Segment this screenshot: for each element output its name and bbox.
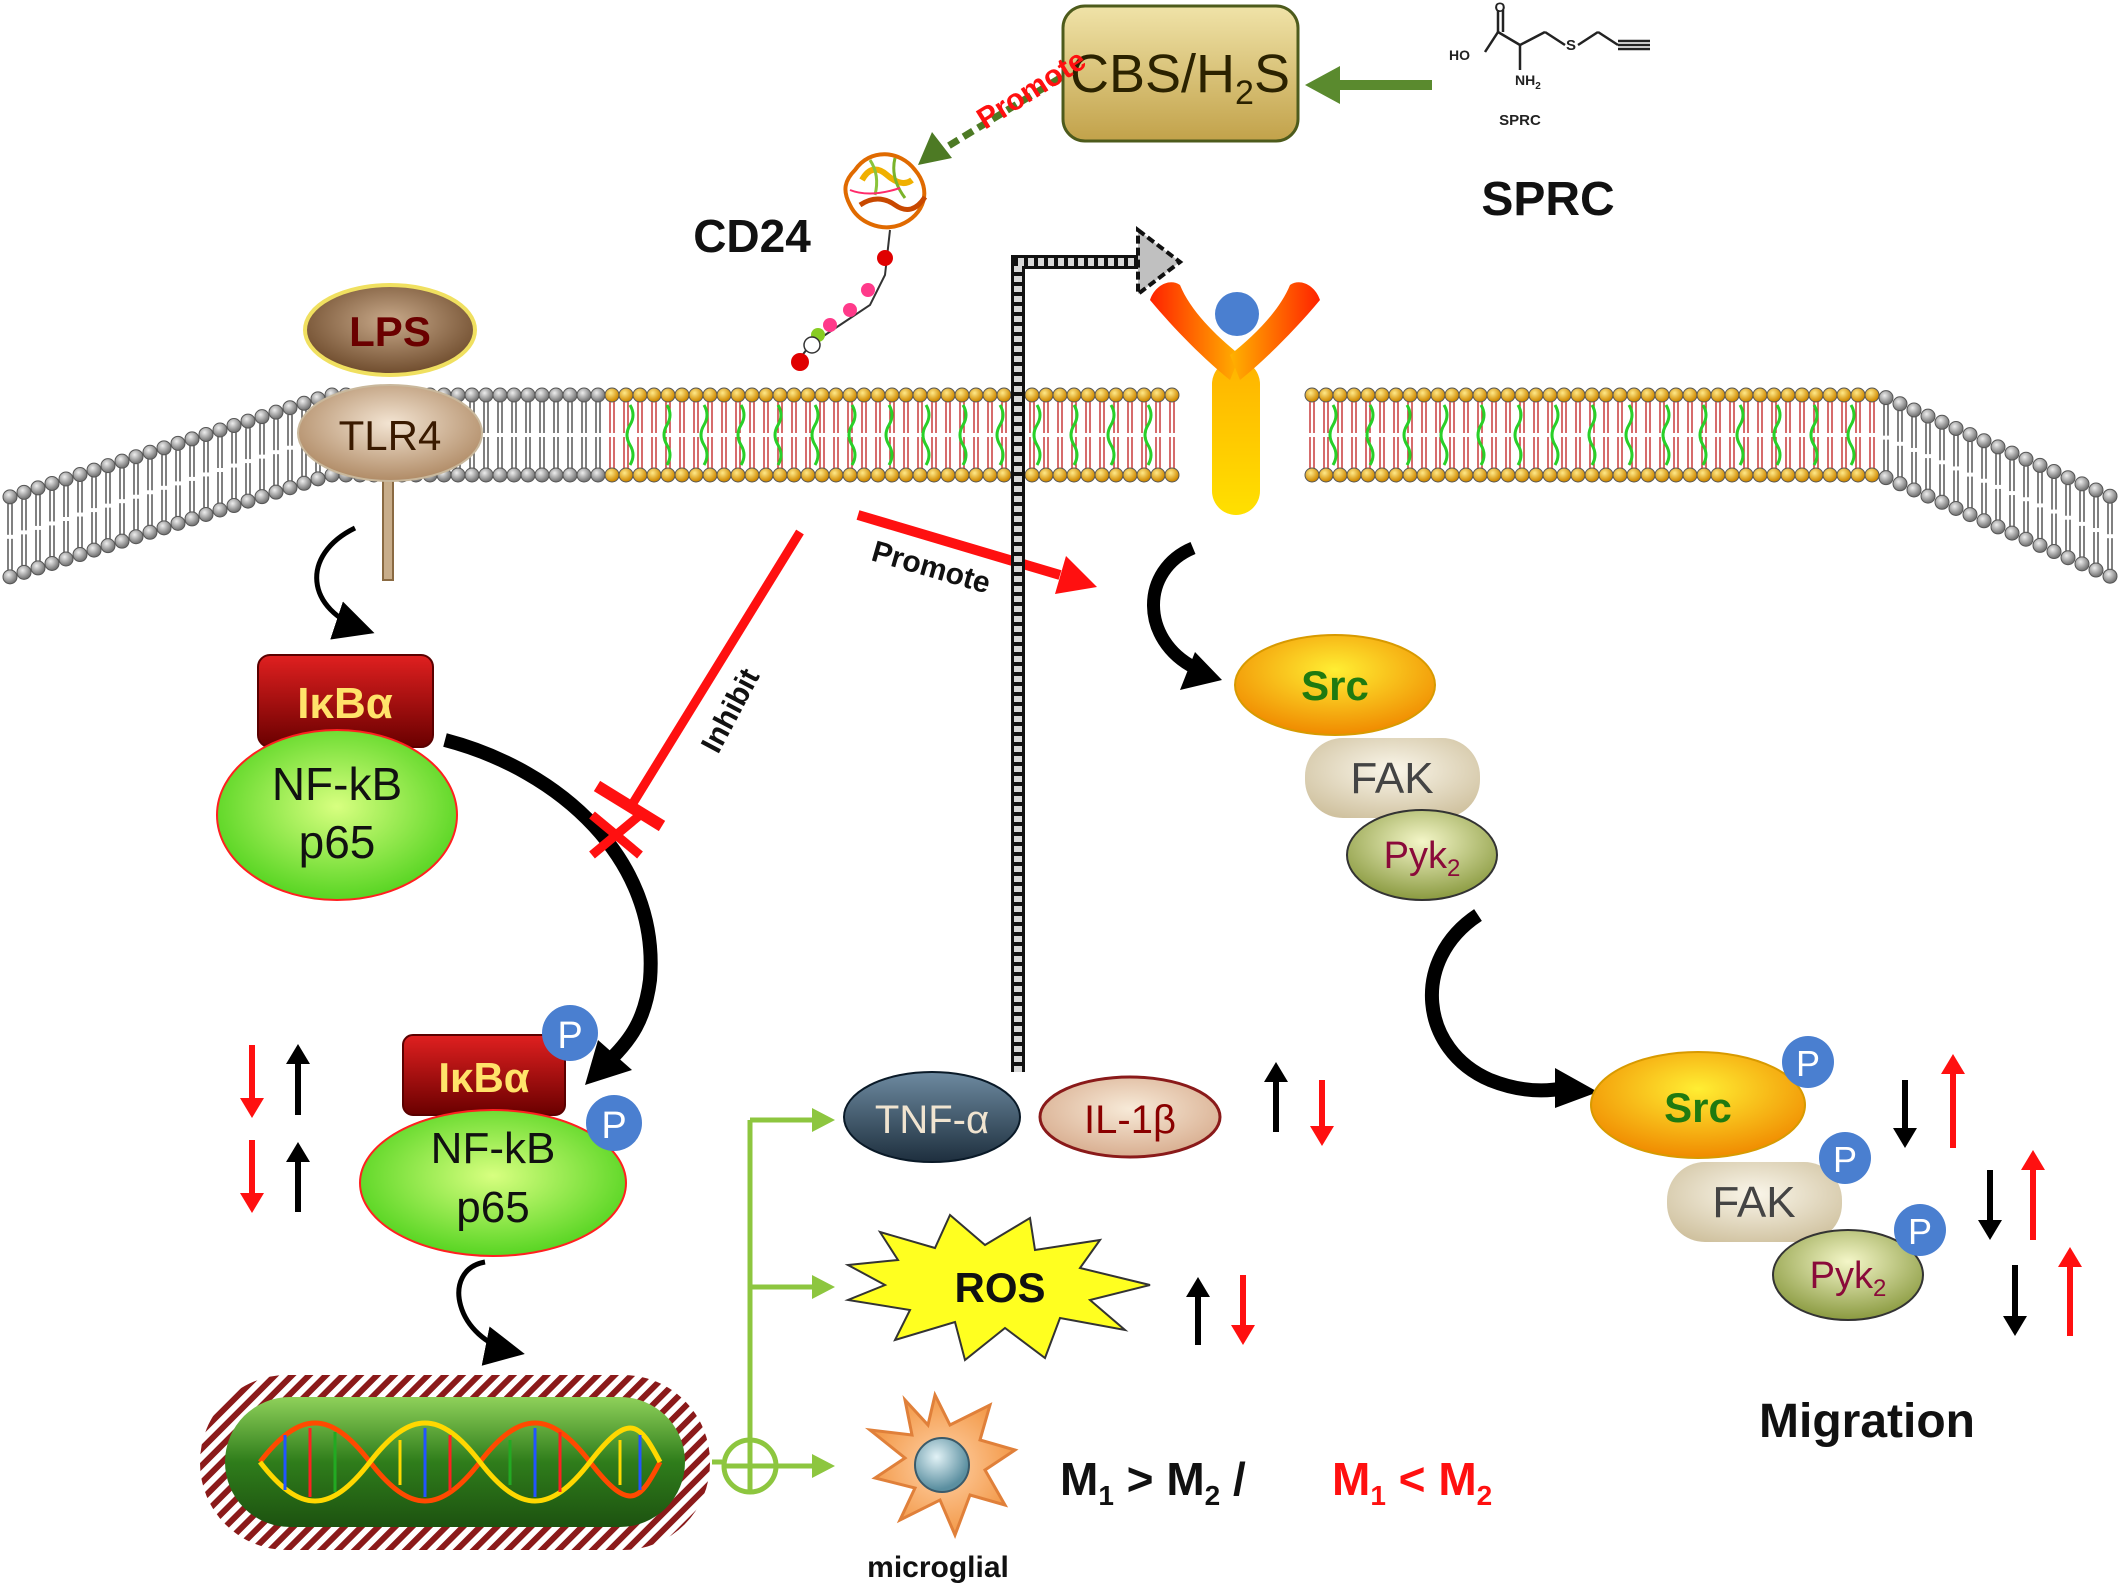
svg-text:P: P xyxy=(601,1105,626,1147)
phospho-badge-src: P xyxy=(1782,1036,1834,1088)
cd24-promote-arrow xyxy=(856,510,1097,594)
mol-o-label: O xyxy=(1495,0,1506,15)
ikba-phosphorylation-arrow xyxy=(443,733,658,1085)
nfkb-change-arrows xyxy=(240,1140,310,1213)
tlr4-stem xyxy=(382,469,394,581)
microglial-cell-icon xyxy=(864,1390,1019,1540)
sprc-molecule-caption: SPRC xyxy=(1499,112,1541,129)
svg-text:Src: Src xyxy=(1301,662,1369,709)
svg-text:LPS: LPS xyxy=(349,308,431,355)
nfkb-to-dna-arrow xyxy=(456,1259,525,1366)
phospho-badge-nfkb: P xyxy=(586,1095,642,1151)
svg-text:P: P xyxy=(557,1015,582,1057)
microglial-label: microglial xyxy=(867,1551,1009,1584)
svg-text:TLR4: TLR4 xyxy=(339,412,442,459)
output-arrowheads xyxy=(812,1108,835,1478)
svg-text:p65: p65 xyxy=(299,816,376,868)
fak-p-oval: FAK xyxy=(1667,1162,1842,1242)
svg-text:p65: p65 xyxy=(456,1183,529,1232)
svg-text:Pyk2: Pyk2 xyxy=(1384,835,1461,882)
nfkb-p-oval: NF-kB p65 xyxy=(359,1109,627,1257)
svg-text:FAK: FAK xyxy=(1712,1178,1795,1227)
cd24-protein-icon xyxy=(791,152,928,371)
src-change-arrows xyxy=(1893,1054,1965,1148)
m1-m2-red: M1 < M2 xyxy=(1332,1453,1492,1511)
svg-text:P: P xyxy=(1908,1211,1932,1252)
src-p-oval: Src xyxy=(1590,1051,1806,1159)
sprc-label: SPRC xyxy=(1481,173,1614,226)
cd24-label: CD24 xyxy=(693,210,811,262)
ros-starburst: ROS xyxy=(844,1213,1151,1362)
pyk2-oval: Pyk2 xyxy=(1346,809,1498,901)
mol-s-label: S xyxy=(1566,37,1576,54)
ikba-p-box: IκBα xyxy=(402,1034,566,1116)
tnf-feedback-arrow xyxy=(1011,225,1184,1072)
svg-text:NF-kB: NF-kB xyxy=(431,1124,556,1173)
svg-text:Pyk2: Pyk2 xyxy=(1810,1255,1887,1302)
svg-text:P: P xyxy=(1796,1043,1820,1084)
phospho-badge-ikba: P xyxy=(542,1005,598,1061)
lps-oval: LPS xyxy=(303,283,477,377)
mol-nh2-label: NH2 xyxy=(1515,72,1541,92)
svg-text:P: P xyxy=(1833,1139,1857,1180)
svg-text:Src: Src xyxy=(1664,1084,1732,1131)
cytokine-change-arrows xyxy=(1264,1062,1334,1146)
activation-arrow xyxy=(1425,909,1598,1108)
cbs-promote-cd24-arrow xyxy=(918,75,1062,165)
sprc-to-cbs-arrow xyxy=(1305,66,1432,104)
ikba-change-arrows xyxy=(240,1044,310,1118)
fak-change-arrows xyxy=(1978,1150,2045,1240)
svg-text:ROS: ROS xyxy=(954,1264,1045,1311)
cbs-h2s-box: CBS/H2S xyxy=(1061,4,1300,143)
dna-icon xyxy=(200,1375,710,1550)
src-oval: Src xyxy=(1234,634,1436,736)
fak-oval: FAK xyxy=(1305,738,1480,818)
tnf-alpha-oval: TNF-α xyxy=(843,1071,1021,1163)
svg-text:FAK: FAK xyxy=(1350,754,1433,803)
m1-m2-black: M1 > M2 / xyxy=(1060,1453,1246,1511)
output-branch-arrows xyxy=(712,1117,815,1495)
phospho-badge-pyk2: P xyxy=(1894,1204,1946,1256)
nfkb-p65-oval: NF-kB p65 xyxy=(216,729,458,901)
tlr4-to-ikba-arrow xyxy=(314,525,375,640)
svg-text:IL-1β: IL-1β xyxy=(1084,1098,1176,1142)
pyk2-p-oval: Pyk2 xyxy=(1772,1229,1924,1321)
sprc-molecule xyxy=(1483,10,1650,70)
phospho-badge-fak: P xyxy=(1819,1132,1871,1184)
receptor-icon xyxy=(1150,282,1320,515)
svg-text:TNF-α: TNF-α xyxy=(875,1098,989,1142)
mol-ho-label: HO xyxy=(1449,47,1470,63)
migration-label: Migration xyxy=(1759,1395,1975,1448)
pyk2-change-arrows xyxy=(2003,1247,2082,1336)
cd24-inhibit-arrow xyxy=(589,529,804,859)
svg-text:NF-kB: NF-kB xyxy=(272,758,402,810)
svg-text:CBS/H2S: CBS/H2S xyxy=(1070,44,1290,112)
il1b-oval: IL-1β xyxy=(1038,1075,1222,1159)
receptor-to-src-arrow xyxy=(1147,541,1222,690)
svg-text:IκBα: IκBα xyxy=(297,679,393,728)
svg-text:IκBα: IκBα xyxy=(438,1054,529,1101)
ros-change-arrows xyxy=(1186,1275,1255,1345)
tlr4-oval: TLR4 xyxy=(297,384,483,482)
